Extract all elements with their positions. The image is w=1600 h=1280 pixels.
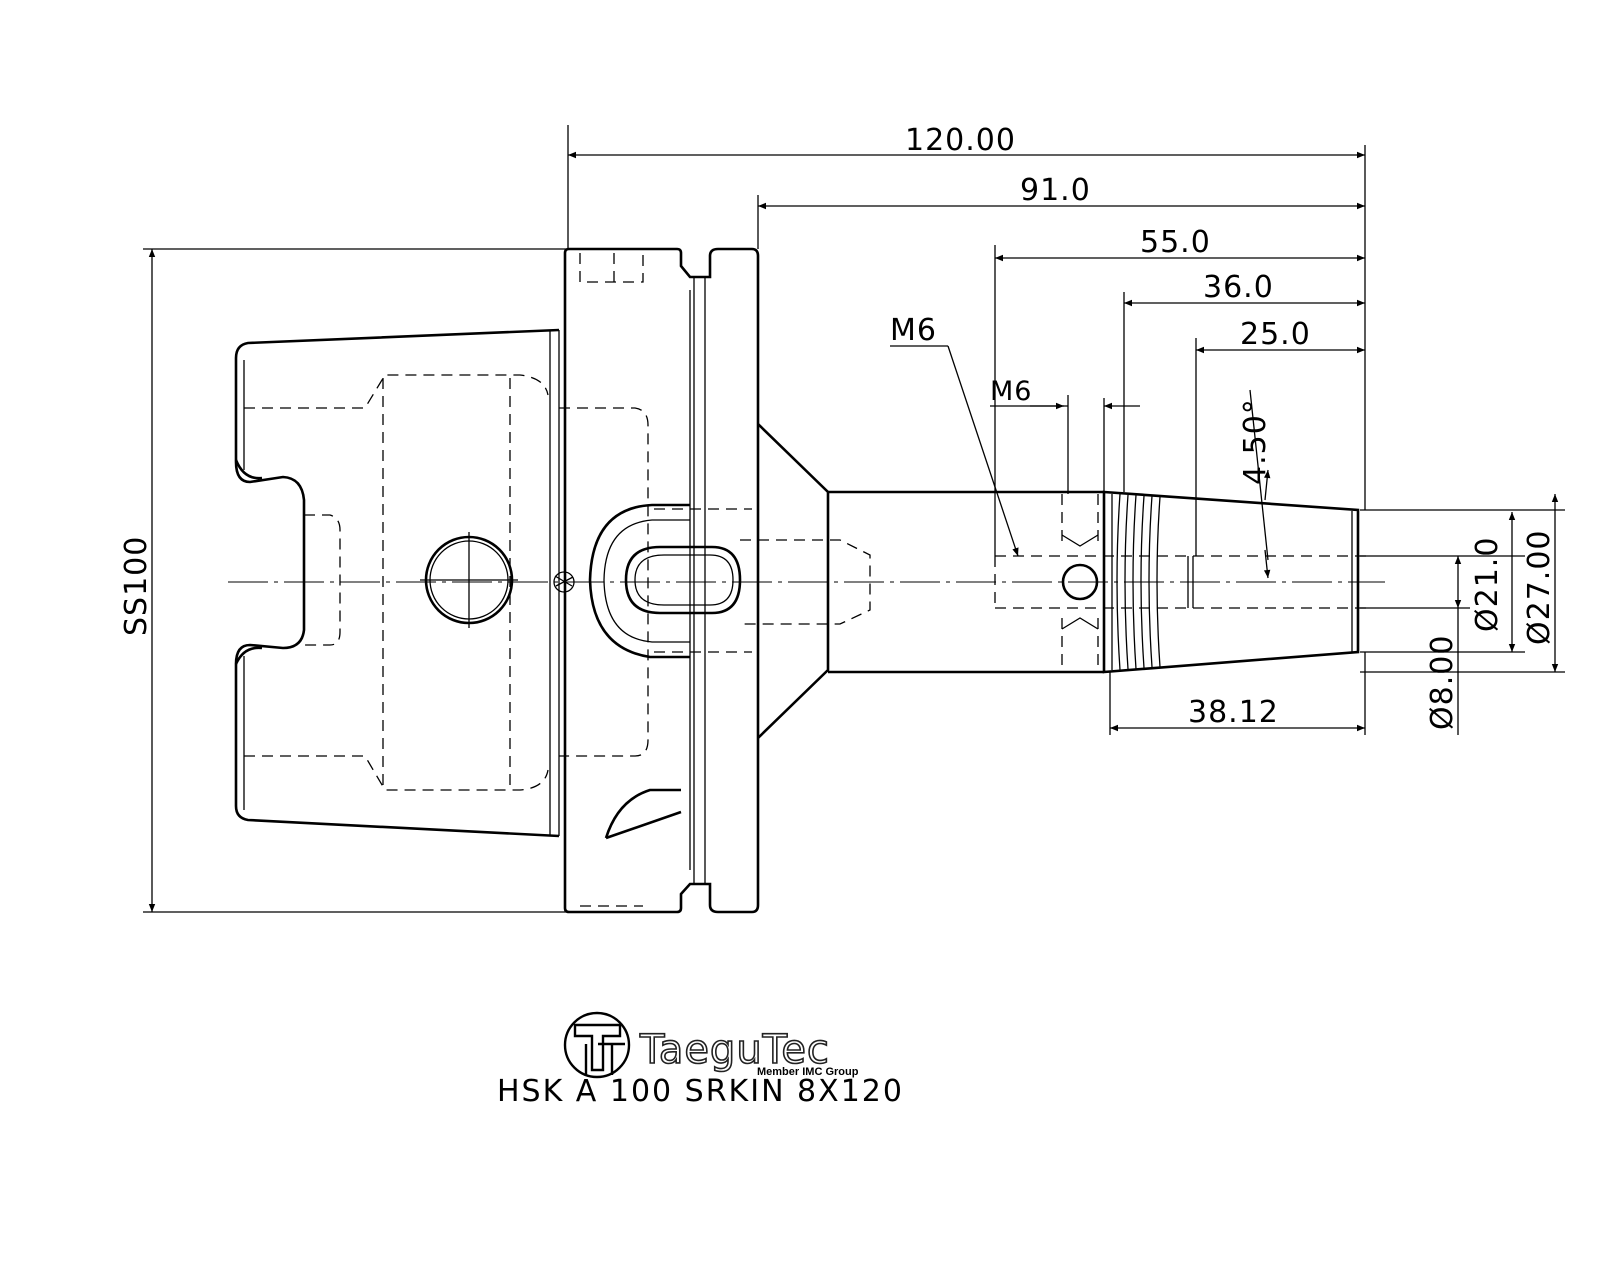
dim-diameter-21: Ø21.0 xyxy=(1470,537,1505,632)
dim-diameter-8: Ø8.00 xyxy=(1425,635,1460,730)
dim-55: 55.0 xyxy=(1140,225,1211,260)
dim-25: 25.0 xyxy=(1240,317,1311,352)
radial-m6-hole xyxy=(1061,563,1099,601)
thread-label-m6-leader: M6 xyxy=(890,313,937,348)
logo-tagline: Member IMC Group xyxy=(757,1066,859,1078)
orientation-slot xyxy=(624,545,742,615)
dim-diameter-27: Ø27.00 xyxy=(1522,530,1557,646)
dim-91: 91.0 xyxy=(1020,173,1091,208)
taegutec-logo: TaeguTec Member IMC Group xyxy=(563,1011,859,1079)
dim-shank-size: SS100 xyxy=(119,536,154,636)
dim-angle: 4.50° xyxy=(1238,398,1273,485)
thread-label-m6: M6 xyxy=(990,376,1032,407)
flange xyxy=(563,247,871,914)
drawing-caption: HSK A 100 SRKIN 8X120 xyxy=(497,1074,904,1109)
dim-overall-length: 120.00 xyxy=(905,123,1016,158)
hsk-taper-shank xyxy=(234,328,649,838)
dimension-lines xyxy=(143,125,1565,913)
logo-brand-text: TaeguTec xyxy=(639,1027,830,1073)
dim-taper-length: 38.12 xyxy=(1188,695,1279,730)
dim-36: 36.0 xyxy=(1203,270,1274,305)
shrink-fit-nose xyxy=(757,423,1370,739)
